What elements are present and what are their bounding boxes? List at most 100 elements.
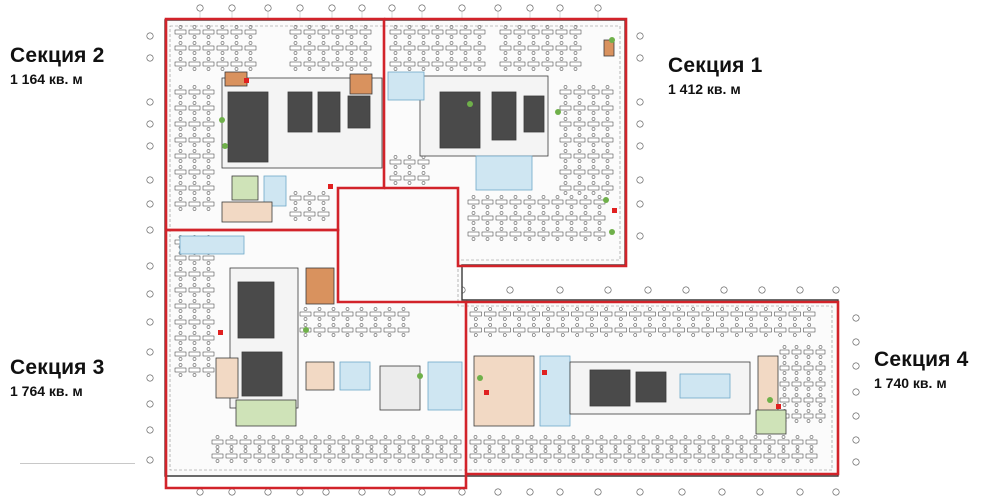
desk (565, 231, 578, 237)
desk (174, 201, 187, 207)
desk (745, 311, 758, 317)
desk (393, 439, 406, 445)
chair (473, 317, 478, 321)
chair (545, 51, 550, 55)
chair (531, 25, 536, 29)
chair (782, 371, 787, 375)
chair (627, 449, 632, 453)
chair (725, 459, 730, 463)
desk (483, 453, 496, 459)
desk (569, 45, 582, 51)
chair (531, 57, 536, 61)
chair (285, 459, 290, 463)
desk (593, 231, 606, 237)
grid-marker (146, 262, 154, 270)
desk (567, 453, 580, 459)
chair (499, 227, 504, 231)
chair (341, 459, 346, 463)
desk (337, 439, 350, 445)
chair (397, 435, 402, 439)
chair (229, 445, 234, 449)
desk (537, 199, 550, 205)
chair (711, 445, 716, 449)
chair (501, 445, 506, 449)
chair (711, 435, 716, 439)
chair (192, 309, 197, 313)
desk (211, 453, 224, 459)
desk (317, 61, 330, 67)
desk (497, 453, 510, 459)
chair (369, 435, 374, 439)
chair (577, 85, 582, 89)
chair (697, 435, 702, 439)
chair (806, 393, 811, 397)
desk (730, 311, 743, 317)
desk (498, 311, 511, 317)
chair (178, 25, 183, 29)
desk (815, 397, 826, 403)
chair (463, 67, 468, 71)
desk (467, 231, 480, 237)
chair (206, 293, 211, 297)
chair (545, 41, 550, 45)
desk (587, 89, 600, 95)
desk (779, 349, 790, 355)
shaft-s2 (317, 91, 341, 133)
chair (321, 207, 326, 211)
desk (587, 137, 600, 143)
chair (397, 459, 402, 463)
chair (778, 333, 783, 337)
chair (206, 299, 211, 303)
chair (818, 387, 823, 391)
chair (546, 317, 551, 321)
chair (809, 435, 814, 439)
desk (188, 271, 201, 277)
plant (467, 101, 473, 107)
chair (501, 435, 506, 439)
desk (403, 61, 416, 67)
chair (557, 459, 562, 463)
desk (573, 185, 586, 191)
chair (683, 449, 688, 453)
chair (421, 67, 426, 71)
chair (585, 445, 590, 449)
desk (417, 159, 430, 165)
chair (767, 449, 772, 453)
chair (331, 317, 336, 321)
chair (299, 435, 304, 439)
chair (605, 191, 610, 195)
desk (188, 89, 201, 95)
chair (499, 205, 504, 209)
chair (407, 57, 412, 61)
chair (503, 67, 508, 71)
desk (779, 397, 790, 403)
chair (560, 317, 565, 321)
chair (271, 445, 276, 449)
elevator-core-s4 (589, 369, 631, 407)
chair (571, 459, 576, 463)
desk (665, 453, 678, 459)
chair (178, 325, 183, 329)
desk (791, 439, 804, 445)
desk (174, 169, 187, 175)
desk (509, 231, 522, 237)
desk (537, 215, 550, 221)
chair (477, 35, 482, 39)
chair (545, 35, 550, 39)
chair (591, 149, 596, 153)
grid-marker (852, 412, 860, 420)
chair (192, 165, 197, 169)
desk (601, 89, 614, 95)
chair (806, 409, 811, 413)
chair (178, 165, 183, 169)
desk (188, 169, 201, 175)
desk (202, 201, 215, 207)
desk (216, 29, 229, 35)
chair (591, 133, 596, 137)
chair (401, 307, 406, 311)
chair (192, 373, 197, 377)
chair (206, 159, 211, 163)
chair (307, 191, 312, 195)
desk (267, 453, 280, 459)
desk (803, 327, 816, 333)
